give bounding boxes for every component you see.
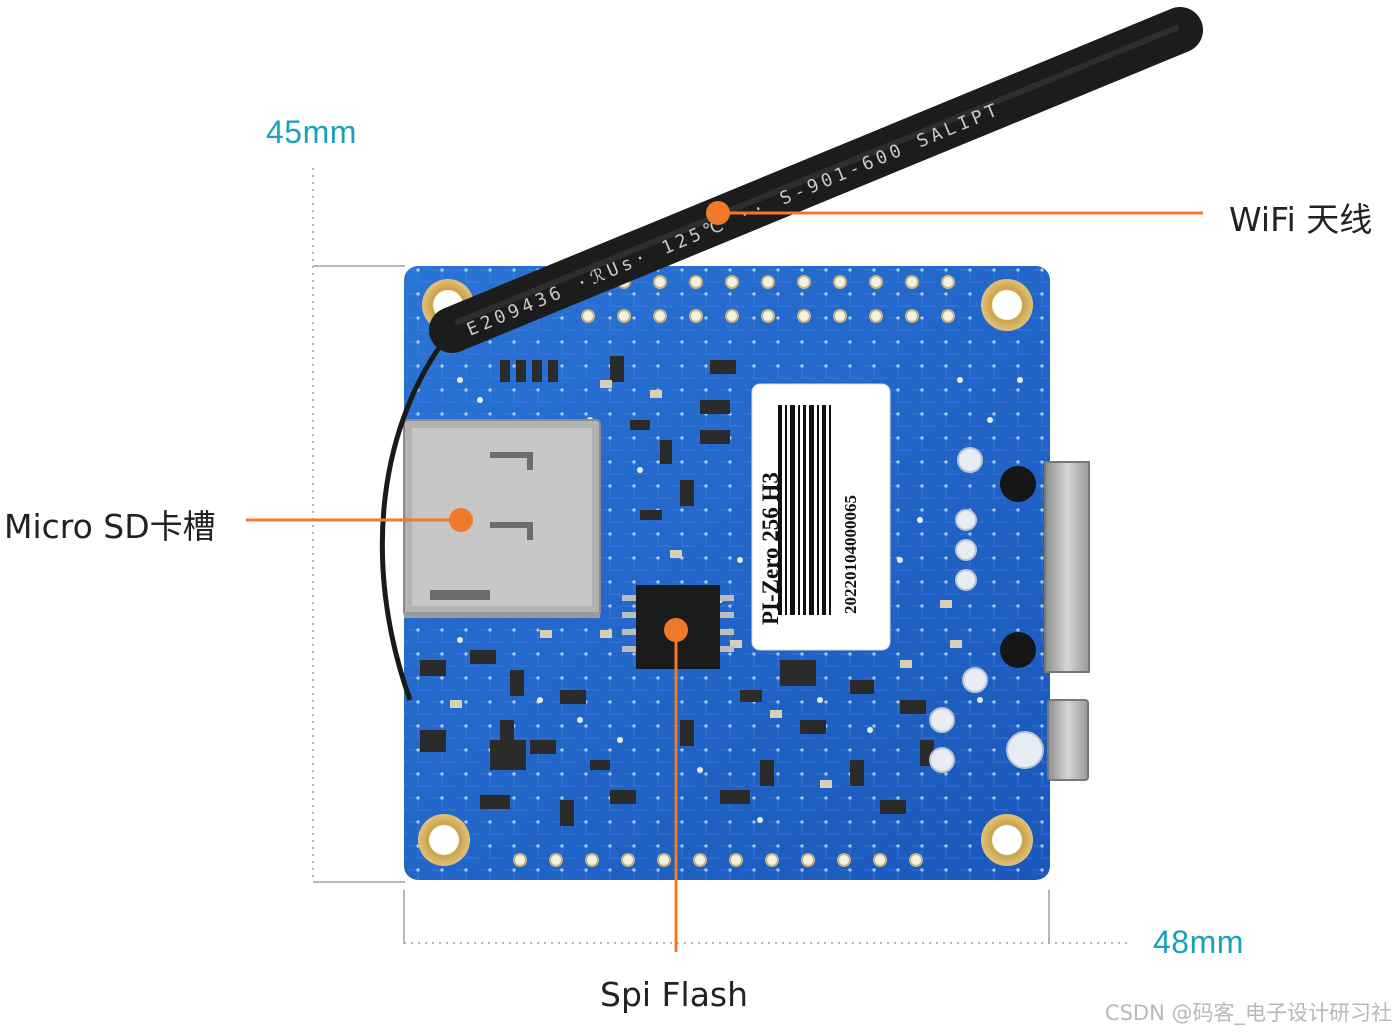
usb-connector	[1044, 461, 1090, 673]
led-icon	[1000, 466, 1036, 502]
callout-lines	[246, 201, 1203, 952]
dimension-guides	[312, 168, 1130, 944]
micro-usb-connector	[1047, 699, 1089, 781]
board-model-text: PI-Zero 256 H3	[758, 472, 783, 625]
callout-dot-icon	[664, 618, 688, 642]
width-dimension-label: 48mm	[1153, 924, 1244, 960]
spi-flash-label: Spi Flash	[600, 975, 749, 1014]
wifi-antenna-label: WiFi 天线	[1229, 200, 1373, 239]
ethernet-pads	[929, 447, 1044, 773]
mounting-hole-icon	[418, 814, 470, 866]
micro-sd-slot	[403, 419, 601, 618]
sd-slot-label: Micro SD卡槽	[4, 507, 216, 546]
board-serial-text: 20220104000065	[841, 495, 860, 614]
header-pads	[581, 275, 955, 323]
pcb-board: PI-Zero 256 H3 20220104000065	[403, 266, 1090, 880]
barcode-label	[751, 383, 891, 651]
capacitors	[450, 380, 962, 788]
mounting-hole-icon	[981, 279, 1033, 331]
mounting-hole-icon	[981, 814, 1033, 866]
smd-components	[420, 356, 934, 826]
vias	[457, 377, 1023, 823]
barcode-icon	[778, 405, 831, 615]
height-dimension-label: 45mm	[266, 114, 357, 150]
watermark: CSDN @码客_电子设计研习社	[1104, 1001, 1392, 1025]
bottom-pads	[513, 853, 923, 867]
callout-dot-icon	[706, 201, 730, 225]
callout-dot-icon	[449, 508, 473, 532]
led-icon	[1000, 632, 1036, 668]
